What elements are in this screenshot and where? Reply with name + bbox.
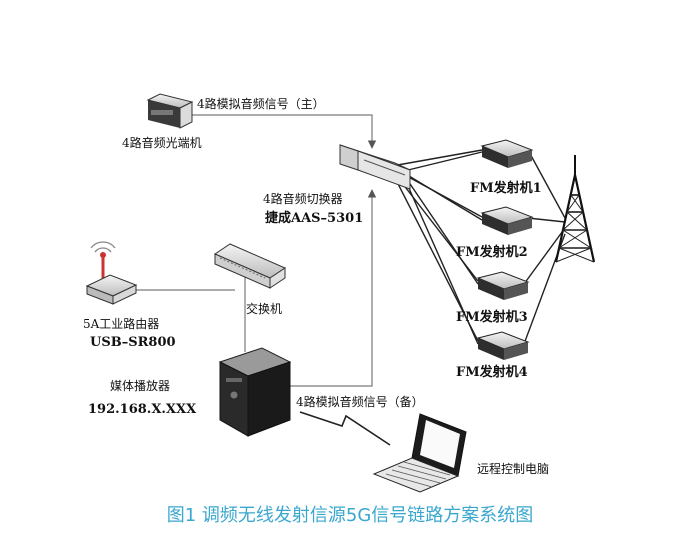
- media-player-label-line2: 192.168.X.XXX: [88, 402, 197, 417]
- router-label-line2: USB–SR800: [90, 335, 176, 350]
- laptop-device: [372, 413, 467, 493]
- switcher-label-line2: 捷成AAS–5301: [265, 210, 363, 226]
- fm-transmitter-1-device: [480, 139, 534, 168]
- main-signal-line: [188, 114, 377, 149]
- switcher-label-line1: 4路音频切换器: [263, 191, 343, 206]
- wireless-link-icon: [299, 411, 391, 446]
- backup-signal-line: [288, 189, 377, 387]
- fm-transmitter-3-label: FM发射机3: [456, 309, 528, 325]
- connection-lines: [135, 114, 377, 387]
- fm-transmitter-4-device: [476, 331, 530, 360]
- router-device: [85, 241, 138, 305]
- fm-transmitter-3-device: [476, 271, 530, 300]
- main-signal-label: 4路模拟音频信号（主）: [197, 96, 325, 111]
- media-player-device: [218, 347, 292, 437]
- fm-transmitter-1-label: FM发射机1: [470, 180, 542, 196]
- fm-transmitter-2-label: FM发射机2: [456, 244, 528, 260]
- transmission-tower-icon: [554, 155, 596, 263]
- optical-terminal-label: 4路音频光端机: [122, 135, 202, 150]
- network-switch-label: 交换机: [246, 301, 282, 316]
- backup-signal-label: 4路模拟音频信号（备）: [296, 394, 424, 409]
- optical-terminal-device: [146, 93, 194, 129]
- remote-pc-label: 远程控制电脑: [477, 461, 549, 476]
- network-switch-device: [213, 243, 287, 289]
- media-player-label-line1: 媒体播放器: [110, 378, 170, 393]
- fm-transmitter-2-device: [480, 206, 534, 235]
- figure-caption: 图1 调频无线发射信源5G信号链路方案系统图: [167, 505, 534, 526]
- audio-switcher-device: [339, 144, 411, 190]
- fm-transmitter-4-label: FM发射机4: [456, 364, 528, 380]
- router-label-line1: 5A工业路由器: [83, 316, 159, 331]
- fm-to-tower-lines: [523, 149, 566, 345]
